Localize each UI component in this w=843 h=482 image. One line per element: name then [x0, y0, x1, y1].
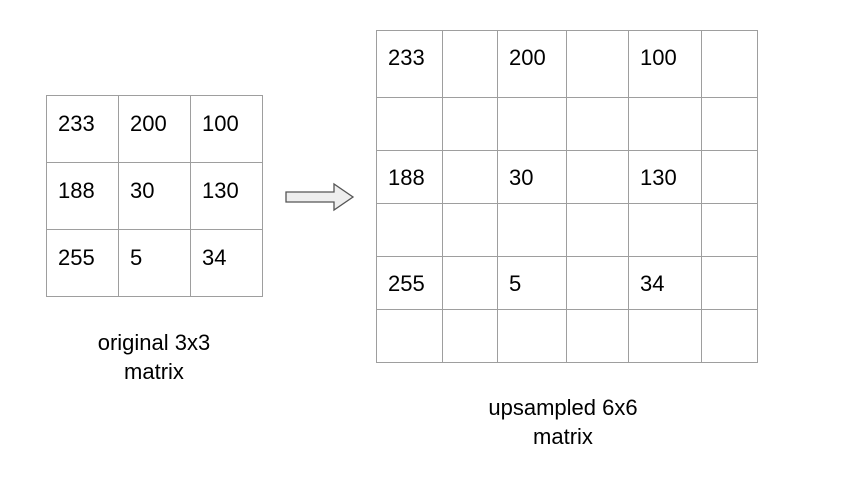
matrix-cell — [497, 203, 567, 257]
matrix-cell: 5 — [118, 229, 191, 297]
matrix-row: 188 30 130 — [46, 162, 263, 230]
matrix-cell — [701, 150, 758, 204]
matrix-cell — [442, 150, 498, 204]
matrix-row: 255 5 34 — [376, 256, 758, 310]
matrix-cell: 233 — [376, 30, 443, 98]
matrix-cell — [701, 203, 758, 257]
caption-line: upsampled 6x6 — [488, 395, 638, 420]
matrix-cell — [701, 256, 758, 310]
matrix-row: 233 200 100 — [376, 30, 758, 98]
arrow-shape — [285, 182, 355, 212]
matrix-cell — [566, 203, 629, 257]
matrix-cell: 233 — [46, 95, 119, 163]
matrix-cell: 34 — [190, 229, 263, 297]
matrix-cell — [497, 309, 567, 363]
matrix-cell — [442, 203, 498, 257]
matrix-cell — [376, 97, 443, 151]
matrix-cell: 200 — [118, 95, 191, 163]
matrix-cell — [442, 30, 498, 98]
caption-line: matrix — [533, 424, 593, 449]
matrix-cell — [566, 309, 629, 363]
matrix-cell — [442, 97, 498, 151]
matrix-cell: 130 — [628, 150, 702, 204]
original-matrix-caption: original 3x3 matrix — [64, 328, 244, 386]
matrix-cell: 100 — [628, 30, 702, 98]
matrix-cell — [701, 30, 758, 98]
matrix-cell — [442, 309, 498, 363]
matrix-cell: 255 — [46, 229, 119, 297]
matrix-cell: 255 — [376, 256, 443, 310]
matrix-cell — [628, 203, 702, 257]
matrix-cell — [566, 30, 629, 98]
matrix-cell: 34 — [628, 256, 702, 310]
matrix-row: 233 200 100 — [46, 95, 263, 163]
matrix-row — [376, 203, 758, 257]
caption-line: original 3x3 — [97, 330, 211, 355]
matrix-cell — [701, 97, 758, 151]
matrix-row — [376, 309, 758, 363]
matrix-cell: 5 — [497, 256, 567, 310]
caption-line: matrix — [124, 359, 184, 384]
upsampled-matrix-grid: 233 200 100 188 30 130 — [376, 30, 758, 363]
matrix-cell: 30 — [118, 162, 191, 230]
original-matrix-grid: 233 200 100 188 30 130 255 5 34 — [46, 95, 263, 297]
matrix-cell: 188 — [376, 150, 443, 204]
matrix-cell — [376, 309, 443, 363]
matrix-cell: 30 — [497, 150, 567, 204]
matrix-cell: 200 — [497, 30, 567, 98]
matrix-row: 188 30 130 — [376, 150, 758, 204]
matrix-row — [376, 97, 758, 151]
matrix-cell — [628, 97, 702, 151]
matrix-cell — [566, 150, 629, 204]
matrix-cell — [701, 309, 758, 363]
matrix-cell: 100 — [190, 95, 263, 163]
matrix-cell — [628, 309, 702, 363]
matrix-cell — [497, 97, 567, 151]
matrix-cell — [376, 203, 443, 257]
matrix-cell: 130 — [190, 162, 263, 230]
upsampled-matrix-caption: upsampled 6x6 matrix — [452, 393, 674, 451]
matrix-cell — [442, 256, 498, 310]
matrix-cell — [566, 97, 629, 151]
matrix-row: 255 5 34 — [46, 229, 263, 297]
matrix-cell — [566, 256, 629, 310]
matrix-cell: 188 — [46, 162, 119, 230]
right-arrow-icon — [285, 182, 355, 212]
